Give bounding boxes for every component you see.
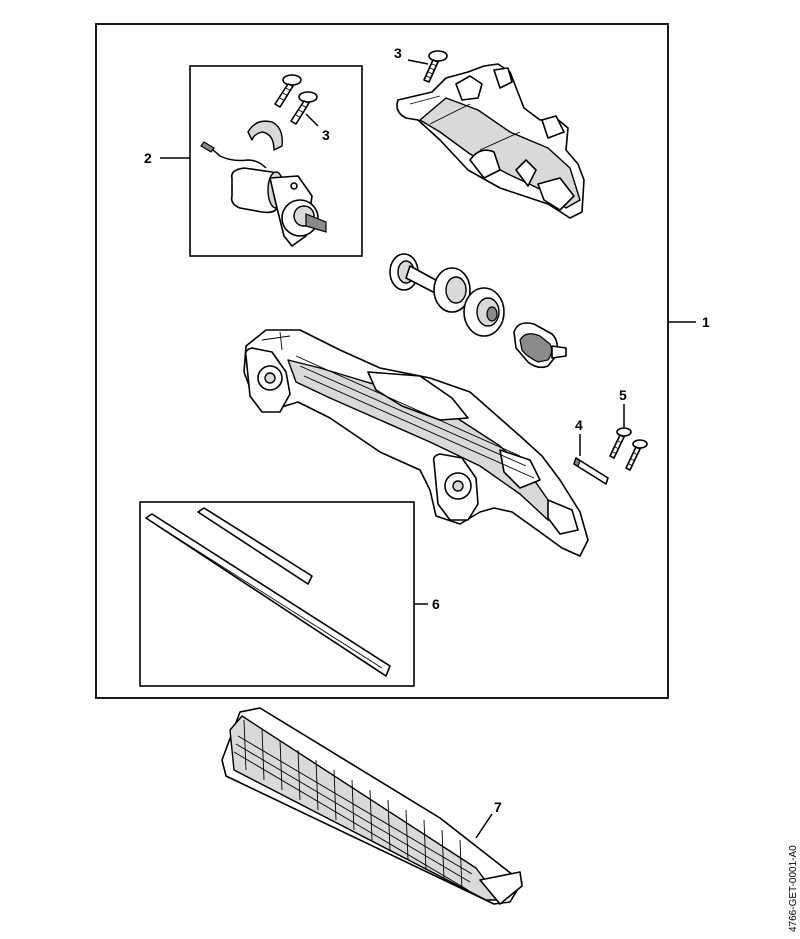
screws-part-5 (609, 427, 648, 471)
callout-2: 2 (144, 150, 152, 166)
nozzle-base-housing (243, 329, 589, 557)
screw-part-3-top (423, 50, 448, 83)
seal-strips-part-6 (145, 507, 391, 677)
subassembly-6-frame (139, 501, 415, 687)
retaining-pin-part-4 (573, 457, 609, 485)
leader-line-3b (305, 113, 319, 127)
filter-part-7 (221, 707, 523, 905)
drawing-code: 4766-GET-0001-A0 (788, 845, 799, 932)
assembly-frame (95, 23, 669, 699)
leader-line-3a (407, 59, 429, 65)
callout-3-motor: 3 (322, 127, 330, 143)
leader-line-7 (475, 813, 493, 839)
roller-shaft-parts (389, 253, 505, 337)
callout-3-top: 3 (394, 45, 402, 61)
callout-5: 5 (619, 387, 627, 403)
callout-7: 7 (494, 799, 502, 815)
callout-1: 1 (702, 314, 710, 330)
motor-subassembly-part-2 (200, 74, 327, 247)
motor-cover-housing (396, 63, 585, 219)
callout-4: 4 (575, 417, 583, 433)
callout-6: 6 (432, 596, 440, 612)
drive-gear-cap (513, 322, 567, 369)
subassembly-2-frame (189, 65, 363, 257)
